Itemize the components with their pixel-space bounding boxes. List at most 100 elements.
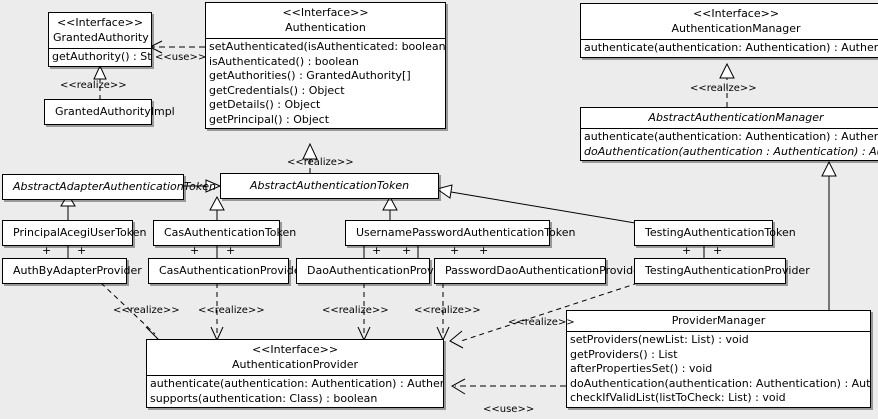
class-box-auth-by-adapter-provider[interactable]: AuthByAdapterProvider (2, 258, 142, 284)
class-box-authentication[interactable]: <<Interface>> Authentication setAuthenti… (205, 2, 446, 130)
cas-authentication-provider-name: CasAuthenticationProvider (159, 264, 306, 277)
abstract-authentication-token-header: AbstractAuthenticationToken (221, 174, 438, 198)
label-use-granted-authority: <<use>> (155, 52, 207, 63)
abstract-authentication-token-name: AbstractAuthenticationToken (249, 179, 410, 192)
authentication-manager-name: AuthenticationManager (671, 22, 801, 35)
class-box-abstract-authentication-manager[interactable]: AbstractAuthenticationManager authentica… (580, 107, 878, 162)
association-marker: + (682, 244, 692, 257)
operation: checkIfValidList(listToCheck: List) : vo… (570, 391, 786, 405)
association-marker: + (42, 244, 52, 257)
granted-authority-impl-header: GrantedAuthorityImpl (45, 100, 175, 124)
abstract-authentication-manager-operations: authenticate(authentication: Authenticat… (581, 129, 878, 160)
testing-authentication-provider-header: TestingAuthenticationProvider (635, 259, 810, 283)
operation: setAuthenticated(isAuthenticated: boolea… (209, 40, 445, 53)
authentication-provider-name: AuthenticationProvider (231, 358, 359, 371)
operation: doAuthentication(authentication : Authen… (584, 144, 878, 158)
realize-arrowhead-testingauthenticationprovider (449, 330, 464, 349)
label-realize-dao-authentication-provider: <<realize>> (322, 305, 389, 316)
label-realize-cas-authentication-provider: <<realize>> (198, 305, 265, 316)
operation: authenticate(authentication: Authenticat… (584, 41, 878, 54)
cas-authentication-token-header: CasAuthenticationToken (154, 221, 296, 245)
class-box-abstract-adapter-authentication-token[interactable]: AbstractAdapterAuthenticationToken (2, 174, 216, 200)
association-marker: + (226, 244, 236, 257)
principal-acegi-user-token-header: PrincipalAcegiUserToken (3, 221, 147, 245)
association-marker: + (713, 244, 723, 257)
operation: supports(authentication: Class) : boolea… (150, 391, 378, 405)
authentication-manager-header: <<Interface>> AuthenticationManager (581, 4, 878, 40)
authentication-name: Authentication (285, 21, 366, 34)
class-box-testing-authentication-token[interactable]: TestingAuthenticationToken (634, 220, 796, 246)
operation: authenticate(authentication: Authenticat… (150, 377, 443, 390)
operation: authenticate(authentication: Authenticat… (584, 130, 878, 143)
class-box-principal-acegi-user-token[interactable]: PrincipalAcegiUserToken (2, 220, 147, 246)
dao-authentication-provider-header: DaoAuthenticationProvider (297, 259, 455, 283)
password-dao-authentication-provider-header: PasswordDaoAuthenticationProvider (435, 259, 645, 283)
label-realize-password-dao-authentication-provider: <<realize>> (414, 305, 481, 316)
auth-by-adapter-provider-name: AuthByAdapterProvider (13, 264, 142, 277)
cas-authentication-provider-header: CasAuthenticationProvider (149, 259, 306, 283)
label-realize-auth-by-adapter-provider: <<realize>> (113, 305, 180, 316)
authentication-manager-stereotype: <<Interface>> (692, 7, 780, 20)
class-box-password-dao-authentication-provider[interactable]: PasswordDaoAuthenticationProvider (434, 258, 645, 284)
authentication-manager-operations: authenticate(authentication: Authenticat… (581, 40, 878, 57)
class-box-cas-authentication-token[interactable]: CasAuthenticationToken (153, 220, 296, 246)
class-box-provider-manager[interactable]: ProviderManager setProviders(newList: Li… (566, 310, 871, 408)
operation: getProviders() : List (570, 347, 678, 361)
class-box-username-password-authentication-token[interactable]: UsernamePasswordAuthenticationToken (345, 220, 576, 246)
abstract-adapter-authentication-token-name: AbstractAdapterAuthenticationToken (13, 180, 216, 193)
label-realize-granted-authority-impl: <<realize>> (60, 80, 127, 91)
authentication-stereotype: <<Interface>> (282, 6, 369, 19)
class-box-authentication-provider[interactable]: <<Interface>> AuthenticationProvider aut… (146, 339, 444, 409)
class-box-cas-authentication-provider[interactable]: CasAuthenticationProvider (148, 258, 306, 284)
association-marker: + (402, 244, 412, 257)
authentication-provider-operations: authenticate(authentication: Authenticat… (147, 376, 443, 407)
operation: getAuthorities() : GrantedAuthority[] (209, 69, 411, 83)
username-password-authentication-token-name: UsernamePasswordAuthenticationToken (356, 226, 576, 239)
class-box-abstract-authentication-token[interactable]: AbstractAuthenticationToken (220, 173, 439, 199)
association-marker: + (479, 244, 489, 257)
class-box-granted-authority[interactable]: <<Interface>> GrantedAuthority getAuthor… (48, 12, 152, 67)
authentication-provider-stereotype: <<Interface>> (251, 343, 339, 356)
authentication-provider-header: <<Interface>> AuthenticationProvider (147, 340, 443, 376)
class-box-testing-authentication-provider[interactable]: TestingAuthenticationProvider (634, 258, 810, 284)
operation: isAuthenticated() : boolean (209, 54, 359, 68)
testing-authentication-provider-name: TestingAuthenticationProvider (645, 264, 810, 277)
testing-authentication-token-header: TestingAuthenticationToken (635, 221, 796, 245)
association-marker: + (190, 244, 200, 257)
operation: getDetails() : Object (209, 98, 321, 112)
provider-manager-header: ProviderManager (567, 311, 870, 332)
class-box-authentication-manager[interactable]: <<Interface>> AuthenticationManager auth… (580, 3, 878, 58)
granted-authority-header: <<Interface>> GrantedAuthority (49, 13, 151, 49)
abstract-authentication-manager-header: AbstractAuthenticationManager (581, 108, 878, 129)
label-realize-abstract-authentication-manager: <<realize>> (690, 83, 757, 94)
provider-manager-operations: setProviders(newList: List) : void getPr… (567, 332, 870, 407)
principal-acegi-user-token-name: PrincipalAcegiUserToken (13, 226, 147, 239)
operation: doAuthentication(authentication: Authent… (570, 376, 870, 390)
abstract-authentication-manager-name: AbstractAuthenticationManager (648, 111, 824, 124)
granted-authority-stereotype: <<Interface>> (56, 16, 144, 29)
granted-authority-operations: getAuthority() : String (49, 49, 151, 66)
password-dao-authentication-provider-name: PasswordDaoAuthenticationProvider (445, 264, 645, 277)
dao-authentication-provider-name: DaoAuthenticationProvider (307, 264, 455, 277)
provider-manager-name: ProviderManager (671, 314, 766, 327)
class-box-granted-authority-impl[interactable]: GrantedAuthorityImpl (44, 99, 175, 125)
auth-by-adapter-provider-header: AuthByAdapterProvider (3, 259, 142, 283)
operation: afterPropertiesSet() : void (570, 362, 713, 376)
association-marker: + (450, 244, 460, 257)
association-marker: + (77, 244, 87, 257)
generalization-arrowhead-testingauthenticationtoken (435, 184, 453, 199)
operation: getAuthority() : String (52, 50, 151, 63)
class-box-dao-authentication-provider[interactable]: DaoAuthenticationProvider (296, 258, 455, 284)
granted-authority-impl-name: GrantedAuthorityImpl (55, 105, 175, 118)
use-arrowhead-authenticationprovider (450, 378, 466, 395)
granted-authority-name: GrantedAuthority (53, 31, 149, 44)
testing-authentication-token-name: TestingAuthenticationToken (645, 226, 796, 239)
operation: setProviders(newList: List) : void (570, 333, 749, 346)
label-realize-testing-authentication-provider: <<realize>> (508, 317, 575, 328)
realize-arrowhead-abstractauthenticationmanager (719, 62, 735, 79)
label-realize-abstract-authentication-token: <<realize>> (287, 157, 354, 168)
abstract-adapter-authentication-token-header: AbstractAdapterAuthenticationToken (3, 175, 216, 199)
generalization-arrowhead-providermanager (821, 160, 837, 177)
realize-arrowhead-grantedauthorityimpl (93, 64, 107, 80)
